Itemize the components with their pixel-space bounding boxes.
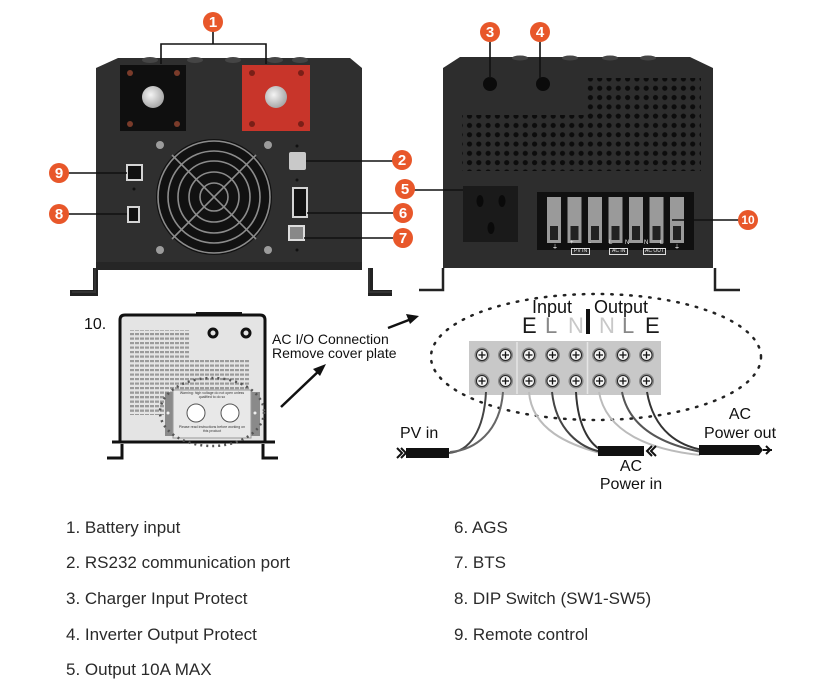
foot-right [368,268,392,296]
ground-symbol-right: ⏚ [674,245,681,251]
ac-out-l-label: L [660,240,664,246]
terminal-screw-icon [639,347,654,363]
callout-7: 7 [393,228,413,248]
legend-item: 5. Output 10A MAX [66,660,212,679]
legend-item: 6. AGS [454,518,508,537]
terminal-screw-icon [639,373,654,389]
callout-6: 6 [393,203,413,223]
detail-unit-sketch [107,312,278,460]
callout-2: 2 [392,150,412,170]
battery-negative-terminal [120,65,186,131]
rs232-port [289,152,306,170]
legend-item: 8. DIP Switch (SW1-SW5) [454,589,652,608]
ac-in-label-line1: AC [619,458,643,475]
warning-plate-top-text: Warning: high voltage do not open unless… [179,391,245,399]
terminal-screw-icon [545,373,560,389]
cooling-fan [156,139,272,255]
pv-minus-label: - [589,240,591,246]
legend-item: 4. Inverter Output Protect [66,625,257,644]
ac-out-n-label: N [644,240,649,246]
pv-in-plug [406,448,449,458]
rear-panel [70,57,392,296]
ac-in-plug [598,446,644,456]
pv-in-label: PV in [400,425,439,442]
legend-item: 2. RS232 communication port [66,553,290,572]
callout-9: 9 [49,163,69,183]
detail-number-label: 10. [84,316,107,333]
input-output-separator [586,309,590,334]
terminal-screw-icon [568,373,584,389]
pointer-arrows [280,314,419,408]
cable-connectors [396,445,772,459]
pv-in-terminal-label: PV IN [571,248,591,256]
cover-caption-line1: AC I/O Connection [272,331,389,347]
terminal-screw-icon [615,347,631,363]
pv-plus-label: + [570,240,574,246]
ac-out-terminal-label: AC OUT [643,248,666,256]
ground-symbol-left: ⏚ [552,245,559,251]
callout-10: 10 [738,210,758,230]
ac-out-plug [699,445,763,455]
terminal-screw-icon [498,373,513,389]
input-label: Input [532,297,573,317]
terminal-screw-icon [521,347,537,363]
terminal-screw-icon [568,347,584,363]
terminal-block [537,192,694,250]
dip-switch [127,206,140,223]
terminal-screw-icon [592,347,607,363]
front-panel [419,55,740,292]
terminal-letter: E [522,313,537,338]
terminal-screw-icon [615,373,631,389]
terminal-screw-icon [474,347,490,363]
callout-8: 8 [49,204,69,224]
ac-in-l-label: L [609,240,613,246]
bts-port [288,225,305,241]
legend-item: 3. Charger Input Protect [66,589,248,608]
ac-out-label-line2: Power out [703,425,777,442]
legend-item: 9. Remote control [454,625,589,644]
terminal-letter: N [568,313,584,338]
callout-5: 5 [395,179,415,199]
terminal-screw-icon [521,373,537,389]
legend-item: 7. BTS [454,553,506,572]
detail-terminal-block [469,341,661,395]
output-label: Output [594,297,649,317]
callout-3: 3 [480,22,500,42]
detail-dotted-ellipse [429,292,763,422]
remote-control-port [126,164,143,181]
terminal-letter: L [545,313,558,338]
detail-wires [447,391,704,456]
warning-plate-bottom-text: Please read instructions before working … [178,425,246,433]
inverter-output-protect-breaker [536,77,550,91]
ac-in-n-label: N [625,240,630,246]
charger-input-protect-breaker [483,77,497,91]
ags-port [292,187,308,218]
ac-in-label-line2: Power in [599,476,663,493]
terminal-screw-icon [474,373,490,389]
ac-in-terminal-label: AC IN [609,248,629,256]
callout-1: 1 [203,12,223,32]
legend-item: 1. Battery input [66,518,181,537]
callout-4: 4 [530,22,550,42]
output-socket [463,186,518,242]
callout-leaders [68,30,739,239]
vent-holes-lower [462,115,701,171]
terminal-letter: L [622,313,635,338]
vent-holes-upper [584,78,701,116]
ac-out-label-line1: AC [728,406,752,423]
terminal-letter: N [599,313,615,338]
terminal-letter: E [645,313,660,338]
terminal-screw-icon [592,373,607,389]
terminal-screw-icon [545,347,560,363]
terminal-screw-icon [498,347,513,363]
battery-positive-terminal [242,65,310,131]
cover-caption-line2: Remove cover plate [272,345,397,361]
